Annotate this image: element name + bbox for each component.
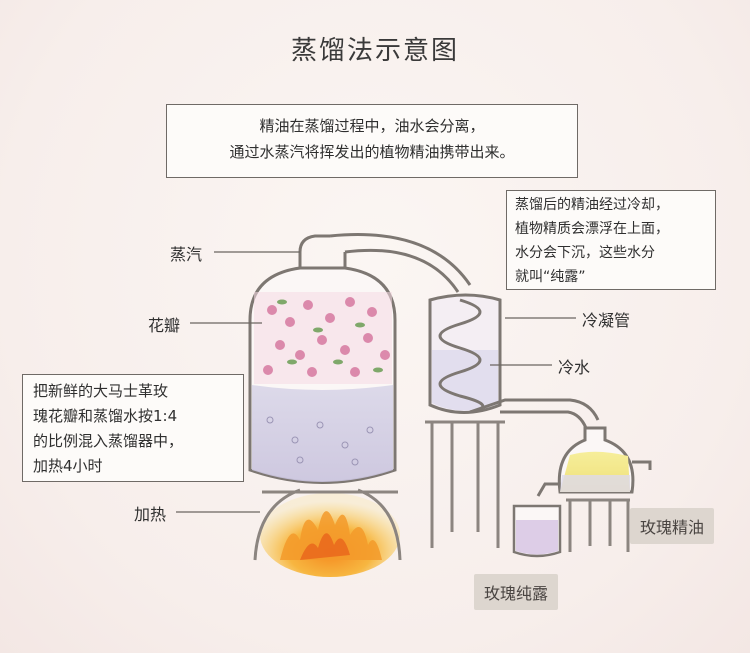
cooling-note-callout: 蒸馏后的精油经过冷却， 植物精质会漂浮在上面， 水分会下沉，这些水分 就叫“纯露…	[506, 190, 716, 290]
cooling-note-line-1: 蒸馏后的精油经过冷却，	[515, 197, 669, 213]
steam-label: 蒸汽	[170, 245, 203, 264]
heater-stand	[253, 488, 402, 561]
recipe-line-4: 加热4小时	[33, 457, 103, 475]
still-vessel	[248, 266, 397, 484]
cooling-note-line-2: 植物精质会漂浮在上面，	[515, 221, 669, 237]
recipe-line-2: 瑰花瓣和蒸馏水按1:4	[33, 407, 178, 425]
condenser-label: 冷凝管	[582, 311, 631, 330]
cold-water-label: 冷水	[558, 358, 591, 377]
petals-label: 花瓣	[148, 316, 181, 335]
intro-callout: 精油在蒸馏过程中，油水会分离， 通过水蒸汽将挥发出的植物精油携带出来。	[166, 104, 578, 178]
cooling-note-line-3: 水分会下沉，这些水分	[515, 245, 655, 261]
condenser-stand	[425, 420, 505, 548]
heat-label: 加热	[134, 505, 167, 524]
outlet-pipe	[469, 398, 600, 429]
separator-flask	[536, 426, 652, 497]
cooling-note-line-4: 就叫“纯露”	[515, 269, 586, 285]
rose-hydrosol-tag: 玫瑰纯露	[474, 574, 559, 610]
recipe-callout: 把新鲜的大马士革玫 瑰花瓣和蒸馏水按1:4 的比例混入蒸馏器中， 加热4小时	[22, 374, 244, 482]
page-title: 蒸馏法示意图	[290, 36, 459, 66]
hydrosol-beaker	[512, 504, 562, 558]
intro-line-1: 精油在蒸馏过程中，油水会分离，	[259, 117, 485, 135]
leader-lines	[176, 251, 576, 513]
recipe-line-1: 把新鲜的大马士革玫	[33, 382, 169, 400]
condenser-tube	[428, 293, 502, 414]
fire-flames	[260, 493, 400, 577]
separator-stand	[566, 498, 630, 552]
recipe-line-3: 的比例混入蒸馏器中，	[33, 432, 184, 450]
rose-oil-tag: 玫瑰精油	[630, 508, 715, 544]
intro-line-2: 通过水蒸汽将挥发出的植物精油携带出来。	[229, 143, 515, 161]
